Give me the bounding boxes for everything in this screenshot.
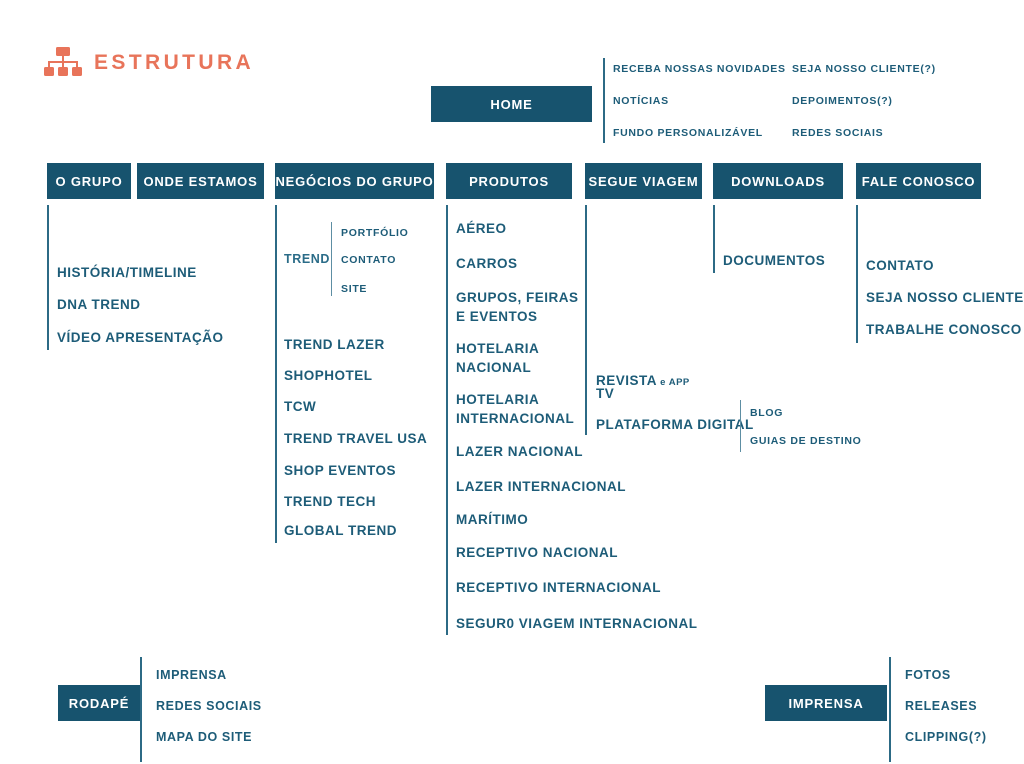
- node-receptivo-internacional[interactable]: RECEPTIVO INTERNACIONAL: [456, 580, 662, 595]
- node-plataforma-digital[interactable]: PLATAFORMA DIGITAL: [596, 417, 754, 432]
- rodape-connector-rule: [140, 657, 142, 762]
- node-imprensa-clipping[interactable]: CLIPPING(?): [905, 730, 987, 744]
- node-fale-conosco[interactable]: FALE CONOSCO: [856, 163, 981, 199]
- node-tcw[interactable]: TCW: [284, 399, 317, 414]
- node-produtos[interactable]: PRODUTOS: [446, 163, 572, 199]
- node-aereo[interactable]: AÉREO: [456, 221, 507, 236]
- node-downloads[interactable]: DOWNLOADS: [713, 163, 843, 199]
- node-rodape-imprensa[interactable]: IMPRENSA: [156, 668, 227, 682]
- node-receptivo-nacional[interactable]: RECEPTIVO NACIONAL: [456, 545, 619, 560]
- node-shophotel[interactable]: SHOPHOTEL: [284, 368, 373, 383]
- node-hotelaria-nacional[interactable]: HOTELARIA NACIONAL: [456, 341, 540, 375]
- node-trend-travel-usa[interactable]: TREND TRAVEL USA: [284, 431, 428, 446]
- node-noticias[interactable]: NOTÍCIAS: [613, 95, 669, 107]
- node-tv[interactable]: TV: [596, 386, 615, 401]
- node-maritimo[interactable]: MARÍTIMO: [456, 512, 529, 527]
- node-receba-nossas-novidades[interactable]: RECEBA NOSSAS NOVIDADES: [613, 63, 786, 75]
- node-historia-timeline[interactable]: HISTÓRIA/TIMELINE: [57, 265, 197, 280]
- node-negocios-do-grupo[interactable]: NEGÓCIOS DO GRUPO: [275, 163, 434, 199]
- node-trabalhe-conosco[interactable]: TRABALHE CONOSCO: [866, 322, 1022, 337]
- node-grupos-feiras-e-eventos[interactable]: GRUPOS, FEIRAS E EVENTOS: [456, 290, 579, 324]
- node-shop-eventos[interactable]: SHOP EVENTOS: [284, 463, 397, 478]
- node-redes-sociais-home[interactable]: REDES SOCIAIS: [792, 127, 884, 139]
- node-imprensa-fotos[interactable]: FOTOS: [905, 668, 951, 682]
- node-seja-nosso-cliente-home[interactable]: SEJA NOSSO CLIENTE(?): [792, 63, 936, 75]
- node-imprensa-releases[interactable]: RELEASES: [905, 699, 978, 713]
- node-rodape[interactable]: RODAPÉ: [58, 685, 140, 721]
- node-onde-estamos[interactable]: ONDE ESTAMOS: [137, 163, 264, 199]
- node-lazer-nacional[interactable]: LAZER NACIONAL: [456, 444, 583, 459]
- sitemap-icon: [44, 47, 82, 76]
- node-trend[interactable]: TREND: [284, 252, 331, 266]
- node-hotelaria-internacional[interactable]: HOTELARIA INTERNACIONAL: [456, 392, 575, 426]
- node-rodape-mapa-do-site[interactable]: MAPA DO SITE: [156, 730, 253, 744]
- node-trend-portfolio[interactable]: PORTFÓLIO: [341, 227, 409, 239]
- node-seguro-viagem-internacional[interactable]: SEGUR0 VIAGEM INTERNACIONAL: [456, 616, 698, 631]
- node-lazer-internacional[interactable]: LAZER INTERNACIONAL: [456, 479, 626, 494]
- node-guias-de-destino[interactable]: GUIAS DE DESTINO: [750, 435, 862, 447]
- node-seja-nosso-cliente[interactable]: SEJA NOSSO CLIENTE: [866, 290, 1024, 305]
- node-trend-contato[interactable]: CONTATO: [341, 254, 397, 266]
- grupo-connector-rule: [47, 205, 49, 350]
- node-fundo-personalizavel[interactable]: FUNDO PERSONALIZÁVEL: [613, 127, 763, 139]
- node-revista-e-app[interactable]: REVISTA e APP: [596, 353, 690, 390]
- node-depoimentos[interactable]: DEPOIMENTOS(?): [792, 95, 893, 107]
- downloads-connector-rule: [713, 205, 715, 273]
- home-connector-rule: [603, 58, 605, 143]
- produtos-connector-rule: [446, 205, 448, 635]
- node-trend-tech[interactable]: TREND TECH: [284, 494, 376, 509]
- node-dna-trend[interactable]: DNA TREND: [57, 297, 141, 312]
- node-trend-lazer[interactable]: TREND LAZER: [284, 337, 385, 352]
- node-video-apresentacao[interactable]: VÍDEO APRESENTAÇÃO: [57, 330, 224, 345]
- node-home[interactable]: HOME: [431, 86, 592, 122]
- node-imprensa[interactable]: IMPRENSA: [765, 685, 887, 721]
- node-o-grupo[interactable]: O GRUPO: [47, 163, 131, 199]
- node-segue-viagem[interactable]: SEGUE VIAGEM: [585, 163, 702, 199]
- brand-logo: ESTRUTURA: [44, 47, 254, 77]
- node-blog[interactable]: BLOG: [750, 407, 784, 419]
- node-global-trend[interactable]: GLOBAL TREND: [284, 523, 397, 538]
- node-rodape-redes-sociais[interactable]: REDES SOCIAIS: [156, 699, 262, 713]
- imprensa-connector-rule: [889, 657, 891, 762]
- trend-sub-rule: [331, 222, 332, 296]
- brand-name: ESTRUTURA: [94, 50, 255, 74]
- fale-connector-rule: [856, 205, 858, 343]
- node-documentos[interactable]: DOCUMENTOS: [723, 253, 826, 268]
- revista-suffix-text: e APP: [660, 376, 690, 388]
- negocios-connector-rule: [275, 205, 277, 543]
- node-trend-site[interactable]: SITE: [341, 283, 368, 295]
- plataforma-sub-rule: [740, 400, 741, 452]
- segue-connector-rule: [585, 205, 587, 435]
- node-contato[interactable]: CONTATO: [866, 258, 934, 273]
- node-carros[interactable]: CARROS: [456, 256, 518, 271]
- revista-label: REVISTA: [596, 372, 658, 388]
